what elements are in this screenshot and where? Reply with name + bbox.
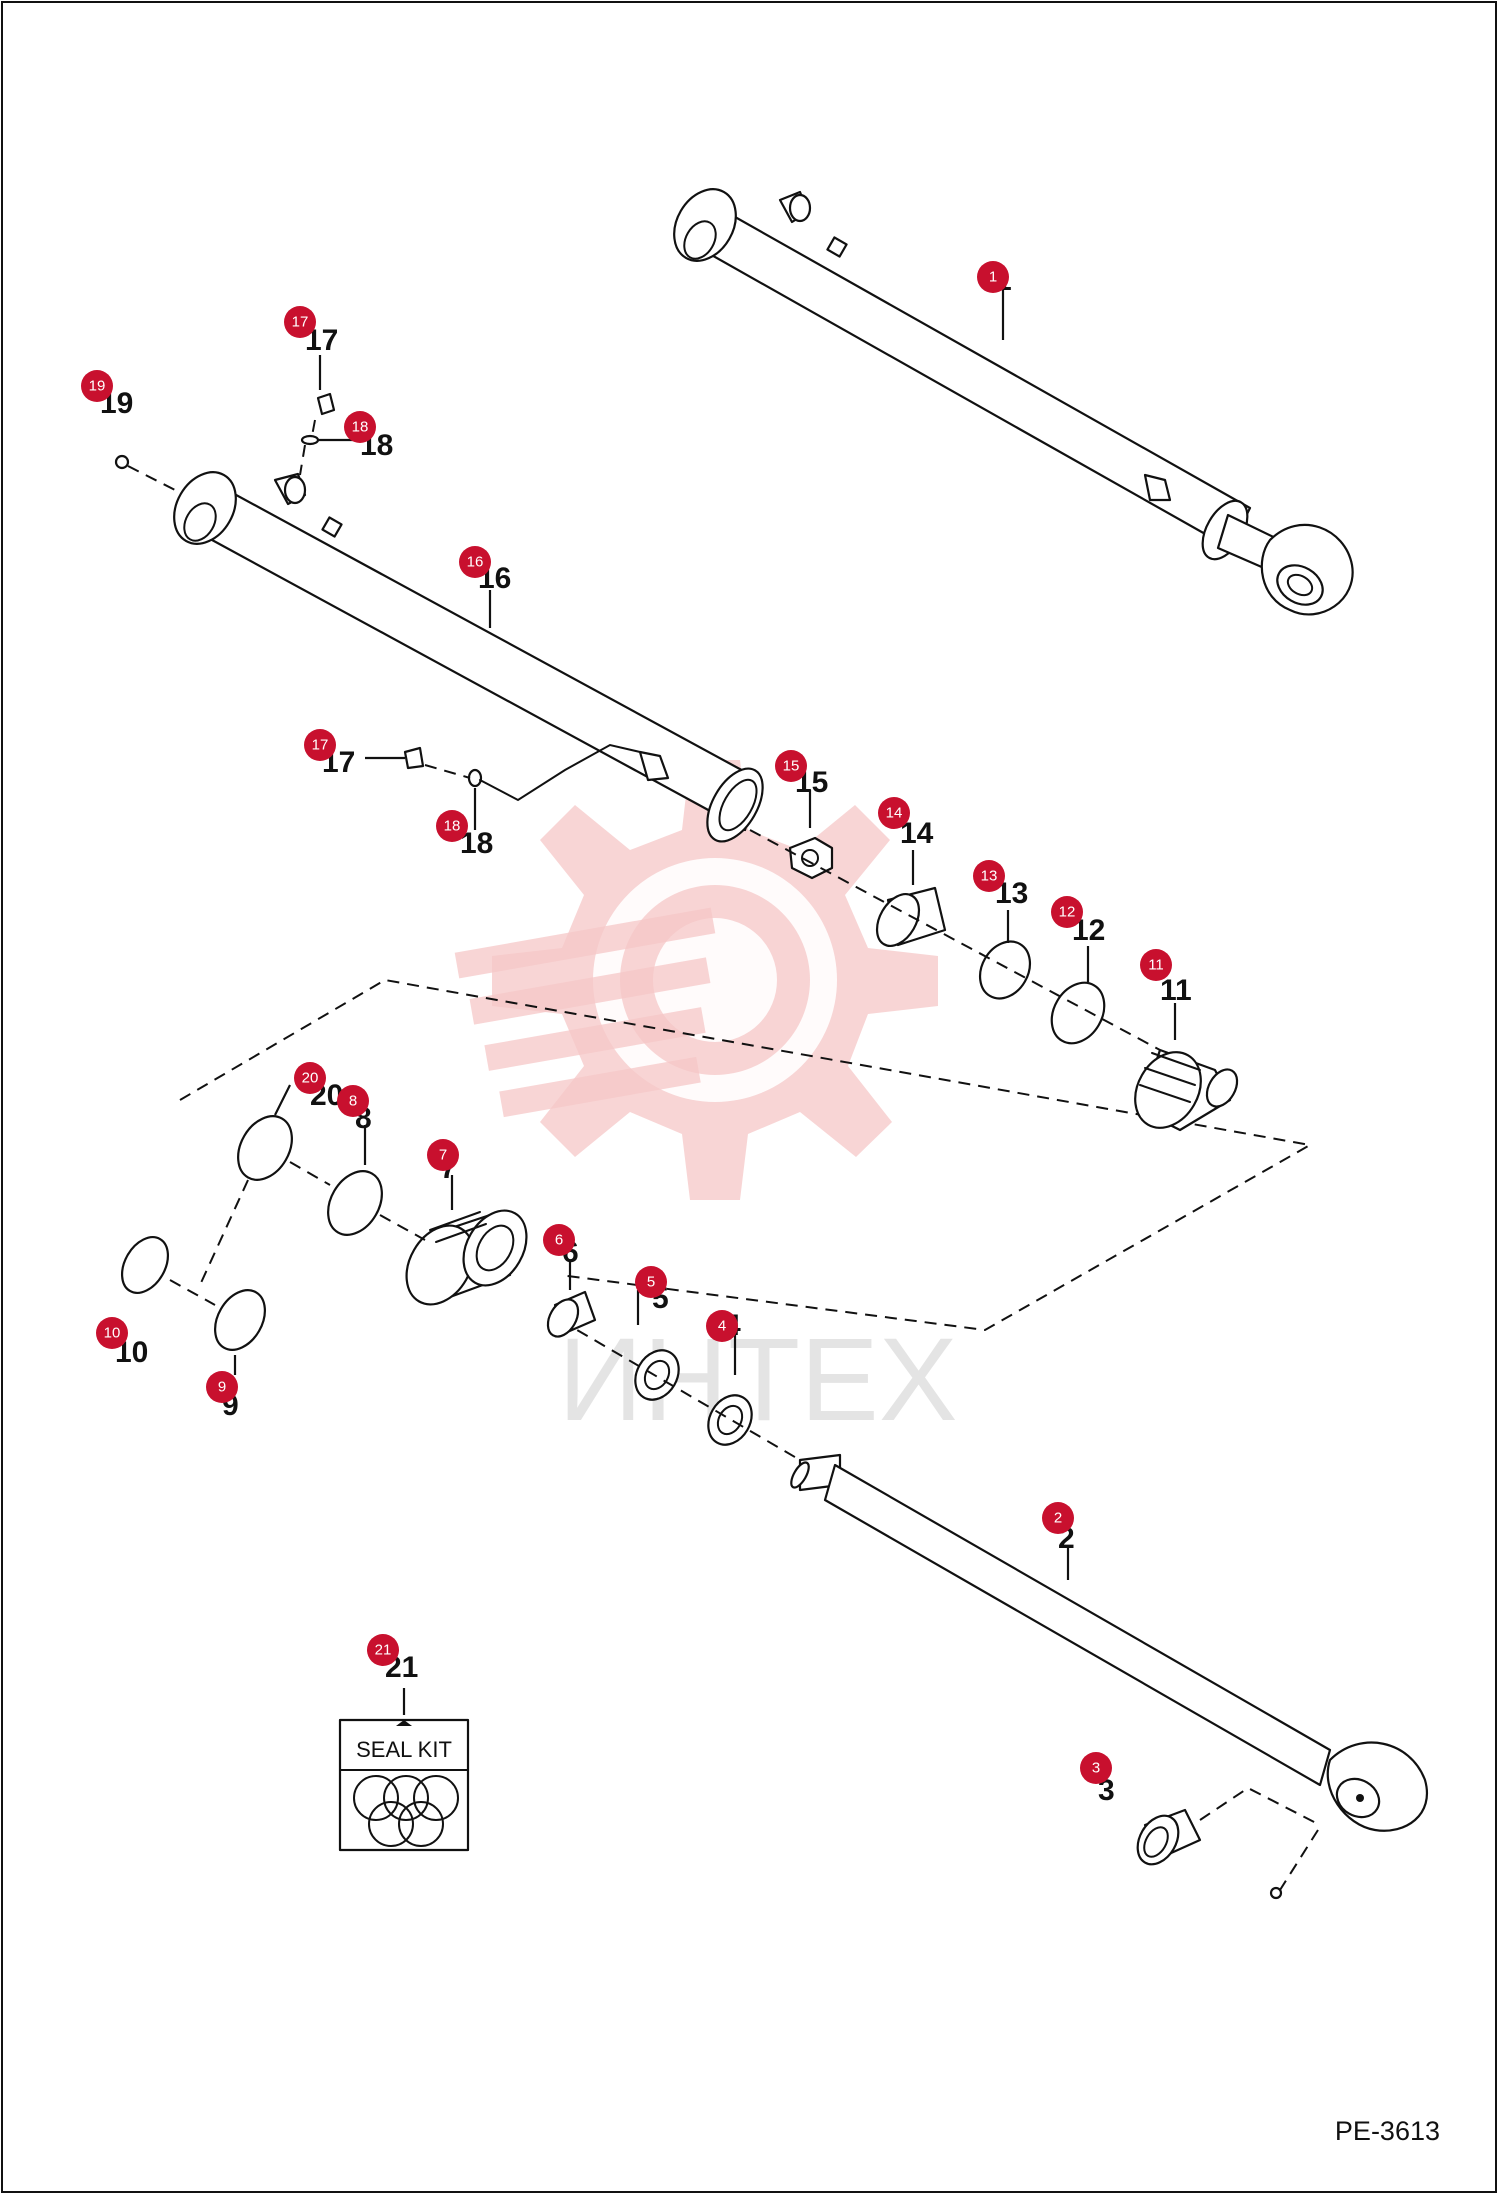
svg-text:10: 10 xyxy=(104,1325,121,1342)
watermark-text: ИНТЕХ xyxy=(558,1314,958,1446)
callout-badge-8[interactable]: 8 xyxy=(337,1085,369,1117)
callout-badge-18-top[interactable]: 18 xyxy=(344,411,376,443)
svg-text:17: 17 xyxy=(312,737,329,754)
barrel xyxy=(173,471,764,843)
diagram-reference: PE-3613 xyxy=(1335,2116,1440,2146)
part-number-11: 11 xyxy=(1160,974,1192,1007)
svg-text:21: 21 xyxy=(375,1642,392,1659)
callout-badge-2[interactable]: 2 xyxy=(1042,1502,1074,1534)
callout-badge-17-mid[interactable]: 17 xyxy=(304,729,336,761)
fittings xyxy=(114,355,641,830)
svg-text:18: 18 xyxy=(352,419,369,436)
svg-text:11: 11 xyxy=(1148,957,1164,974)
o-rings-left xyxy=(120,1084,426,1375)
callout-badge-21[interactable]: 21 xyxy=(367,1634,399,1666)
callout-badge-11[interactable]: 11 xyxy=(1140,949,1172,981)
callout-badge-10[interactable]: 10 xyxy=(96,1317,128,1349)
svg-text:15: 15 xyxy=(783,758,800,775)
svg-text:4: 4 xyxy=(718,1318,726,1335)
callout-badge-3[interactable]: 3 xyxy=(1080,1752,1112,1784)
callout-badge-15[interactable]: 15 xyxy=(775,750,807,782)
svg-text:7: 7 xyxy=(439,1147,447,1164)
svg-text:16: 16 xyxy=(467,554,484,571)
svg-text:3: 3 xyxy=(1092,1760,1100,1777)
rod-seals xyxy=(559,1290,801,1461)
wear-ring xyxy=(546,1260,597,1338)
callout-badge-9[interactable]: 9 xyxy=(206,1371,238,1403)
svg-text:14: 14 xyxy=(886,805,903,822)
callout-badge-12[interactable]: 12 xyxy=(1051,896,1083,928)
watermark-logo xyxy=(454,760,938,1200)
bushing xyxy=(1136,1786,1321,1900)
svg-text:5: 5 xyxy=(647,1274,655,1291)
piston-parts xyxy=(749,790,1239,1132)
callout-badge-20[interactable]: 20 xyxy=(294,1062,326,1094)
seal-kit: SEAL KIT xyxy=(338,1688,470,1852)
svg-text:20: 20 xyxy=(302,1070,319,1087)
seal-kit-label: SEAL KIT xyxy=(356,1737,452,1762)
callout-badge-18-mid[interactable]: 18 xyxy=(436,810,468,842)
callout-badge-4[interactable]: 4 xyxy=(706,1310,738,1342)
callout-badge-1[interactable]: 1 xyxy=(977,261,1009,293)
callout-badge-16[interactable]: 16 xyxy=(459,546,491,578)
svg-text:8: 8 xyxy=(349,1093,357,1110)
callout-badge-19[interactable]: 19 xyxy=(81,370,113,402)
svg-text:2: 2 xyxy=(1054,1510,1062,1527)
callout-badge-7[interactable]: 7 xyxy=(427,1139,459,1171)
svg-text:19: 19 xyxy=(89,378,106,395)
svg-text:13: 13 xyxy=(981,868,998,885)
callout-badge-17-top[interactable]: 17 xyxy=(284,306,316,338)
callout-badge-14[interactable]: 14 xyxy=(878,797,910,829)
svg-text:18: 18 xyxy=(444,818,461,835)
callout-badge-6[interactable]: 6 xyxy=(543,1224,575,1256)
svg-text:9: 9 xyxy=(218,1379,226,1396)
callout-badge-13[interactable]: 13 xyxy=(973,860,1005,892)
callout-badges: 1 2 3 4 5 6 7 8 9 10 11 12 13 14 15 16 1… xyxy=(81,261,1172,1784)
svg-text:1: 1 xyxy=(989,269,997,286)
svg-text:12: 12 xyxy=(1059,904,1076,921)
callout-badge-5[interactable]: 5 xyxy=(635,1266,667,1298)
gland xyxy=(405,1175,528,1306)
svg-text:6: 6 xyxy=(555,1232,563,1249)
svg-text:17: 17 xyxy=(292,314,309,331)
cylinder-assembly xyxy=(673,188,1354,616)
piston-rod xyxy=(790,1453,1428,1832)
